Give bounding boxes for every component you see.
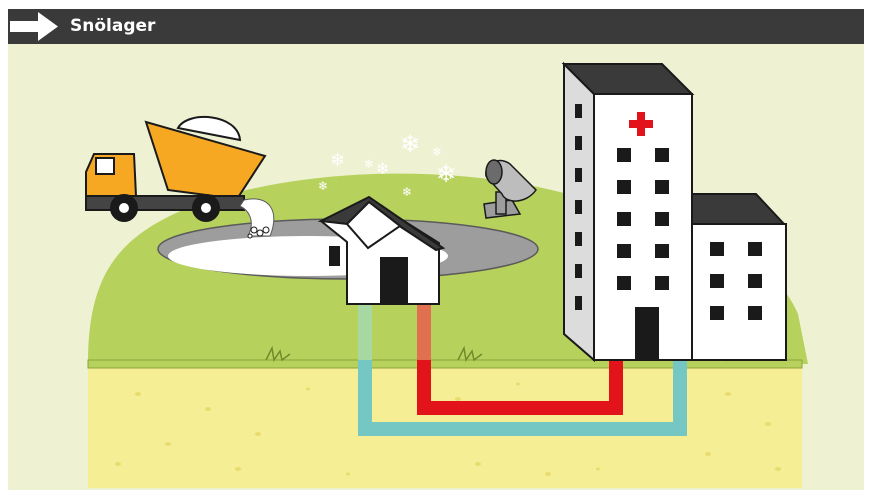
truck-chassis xyxy=(85,195,245,211)
svg-text:❄: ❄ xyxy=(436,160,456,188)
svg-text:❄: ❄ xyxy=(400,130,420,158)
truck-snow-load xyxy=(176,115,242,142)
hospital-door xyxy=(635,307,659,361)
truck-window xyxy=(95,157,115,175)
snowflakes: ❄ ❄ ❄ ❄ ❄ ❄ ❄ ❄ xyxy=(318,130,456,199)
svg-text:❄: ❄ xyxy=(318,179,328,193)
svg-text:❄: ❄ xyxy=(376,159,389,178)
hospital-annex-roof xyxy=(691,193,787,225)
arrow-right-icon xyxy=(8,9,68,44)
diagram-canvas: ❄ ❄ ❄ ❄ ❄ ❄ ❄ ❄ xyxy=(8,44,864,490)
cold-pipe xyxy=(358,304,687,436)
svg-text:❄: ❄ xyxy=(364,157,374,171)
svg-text:❄: ❄ xyxy=(402,185,412,199)
hospital-annex-front xyxy=(691,223,787,361)
soil-texture xyxy=(115,382,781,476)
snow-clumps xyxy=(247,226,270,239)
red-cross-icon xyxy=(629,112,653,136)
house-door xyxy=(380,257,408,305)
hospital-windows xyxy=(575,104,762,320)
title-bar: Snölager xyxy=(8,9,864,44)
svg-text:❄: ❄ xyxy=(330,150,345,171)
dump-truck xyxy=(85,115,267,222)
house-window xyxy=(329,246,340,266)
snow-cannon xyxy=(483,159,537,219)
grass-strip xyxy=(87,359,803,369)
svg-text:❄: ❄ xyxy=(432,145,442,159)
page-title: Snölager xyxy=(70,16,156,36)
hospital xyxy=(561,61,787,363)
house xyxy=(317,195,446,305)
